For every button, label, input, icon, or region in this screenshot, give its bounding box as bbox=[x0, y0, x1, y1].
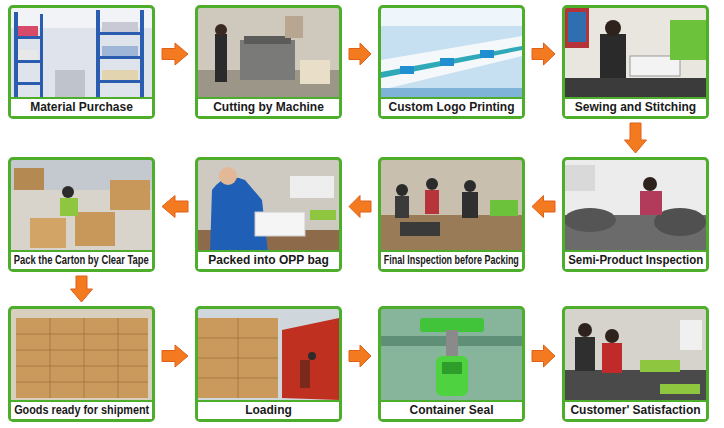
flow-arrow bbox=[625, 123, 647, 153]
arrow-shape bbox=[625, 123, 647, 153]
process-panel: Sewing and Stitching bbox=[562, 5, 709, 119]
arrow-shape bbox=[162, 43, 188, 65]
caption-band: Customer' Satisfaction bbox=[565, 400, 706, 419]
flow-arrow bbox=[349, 43, 371, 65]
step-caption: Customer' Satisfaction bbox=[570, 403, 700, 418]
flow-arrow bbox=[162, 43, 188, 65]
process-panel: Cutting by Machine bbox=[195, 5, 342, 119]
cutting-photo bbox=[198, 8, 339, 100]
flow-arrow bbox=[532, 196, 555, 218]
arrow-shape bbox=[162, 196, 188, 218]
step-caption: Packed into OPP bag bbox=[208, 253, 328, 268]
goods-boxes-photo bbox=[11, 309, 152, 403]
process-panel: Material Purchase bbox=[8, 5, 155, 119]
warehouse-photo bbox=[11, 8, 152, 100]
final-inspection-photo bbox=[381, 160, 522, 253]
step-caption: Goods ready for shipment bbox=[14, 403, 149, 418]
flow-arrow bbox=[349, 196, 371, 218]
flow-arrow bbox=[532, 43, 555, 65]
arrow-shape bbox=[532, 43, 555, 65]
customer-photo bbox=[565, 309, 706, 403]
arrow-shape bbox=[162, 345, 188, 367]
step-caption: Material Purchase bbox=[30, 100, 133, 115]
step-caption: Cutting by Machine bbox=[213, 100, 324, 115]
step-caption: Container Seal bbox=[409, 403, 493, 418]
flow-arrow bbox=[162, 345, 188, 367]
process-panel: Semi-Product Inspection bbox=[562, 157, 709, 272]
caption-band: Semi-Product Inspection bbox=[565, 250, 706, 269]
carton-packing-photo bbox=[11, 160, 152, 253]
caption-band: Loading bbox=[198, 400, 339, 419]
flow-arrow bbox=[71, 276, 93, 302]
arrow-shape bbox=[349, 345, 371, 367]
arrow-shape bbox=[349, 43, 371, 65]
flow-arrow bbox=[162, 196, 188, 218]
process-panel: Customer' Satisfaction bbox=[562, 306, 709, 422]
sewing-photo bbox=[565, 8, 706, 100]
container-seal-photo bbox=[381, 309, 522, 403]
caption-band: Container Seal bbox=[381, 400, 522, 419]
printing-photo bbox=[381, 8, 522, 100]
process-panel: Final Inspection before Packing bbox=[378, 157, 525, 272]
process-panel: Goods ready for shipment bbox=[8, 306, 155, 422]
caption-band: Material Purchase bbox=[11, 97, 152, 116]
process-panel: Custom Logo Printing bbox=[378, 5, 525, 119]
step-caption: Pack the Carton by Clear Tape bbox=[14, 253, 149, 268]
semi-product-photo bbox=[564, 160, 706, 253]
opp-bag-photo bbox=[198, 160, 339, 253]
caption-band: Cutting by Machine bbox=[198, 97, 339, 116]
process-panel: Loading bbox=[195, 306, 342, 422]
step-caption: Sewing and Stitching bbox=[575, 100, 696, 115]
process-panel: Packed into OPP bag bbox=[195, 157, 342, 272]
caption-band: Goods ready for shipment bbox=[11, 400, 152, 419]
arrow-shape bbox=[532, 345, 555, 367]
process-panel: Container Seal bbox=[378, 306, 525, 422]
flow-arrow bbox=[532, 345, 555, 367]
step-caption: Final Inspection before Packing bbox=[384, 253, 519, 268]
arrow-shape bbox=[532, 196, 555, 218]
caption-band: Packed into OPP bag bbox=[198, 250, 339, 269]
loading-photo bbox=[198, 309, 339, 403]
process-panel: Pack the Carton by Clear Tape bbox=[8, 157, 155, 272]
caption-band: Custom Logo Printing bbox=[381, 97, 522, 116]
arrow-shape bbox=[349, 196, 371, 218]
caption-band: Final Inspection before Packing bbox=[381, 250, 522, 269]
step-caption: Semi-Product Inspection bbox=[568, 253, 703, 268]
flow-arrow bbox=[349, 345, 371, 367]
caption-band: Pack the Carton by Clear Tape bbox=[11, 250, 152, 269]
step-caption: Custom Logo Printing bbox=[389, 100, 515, 115]
caption-band: Sewing and Stitching bbox=[565, 97, 706, 116]
arrow-shape bbox=[71, 276, 93, 302]
step-caption: Loading bbox=[245, 403, 292, 418]
